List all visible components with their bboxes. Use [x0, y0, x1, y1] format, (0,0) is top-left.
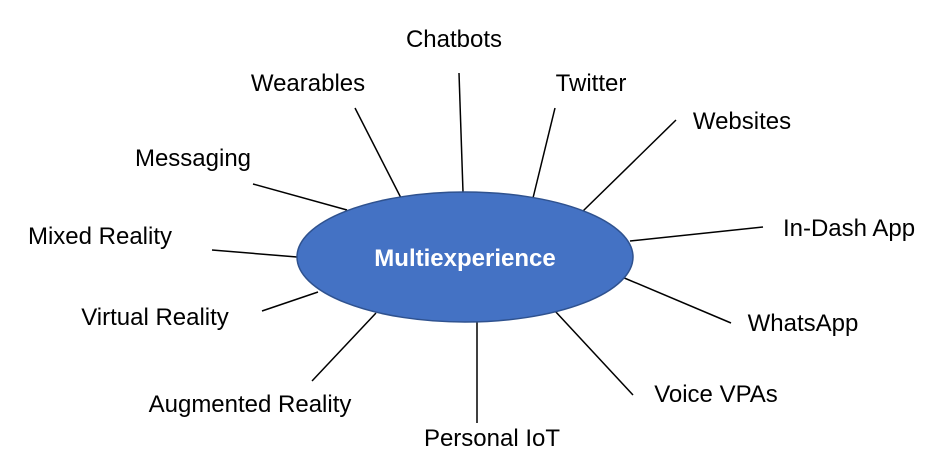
node-label-messaging: Messaging	[135, 145, 251, 172]
node-label-wearables: Wearables	[251, 70, 365, 97]
hub-label: Multiexperience	[374, 245, 555, 272]
spoke-twitter	[532, 107, 556, 199]
node-label-websites: Websites	[693, 108, 791, 135]
spoke-virtual-reality	[261, 291, 319, 312]
node-label-voice-vpas: Voice VPAs	[654, 381, 778, 408]
node-label-personal-iot: Personal IoT	[424, 425, 560, 452]
spoke-voice-vpas	[554, 310, 634, 396]
node-label-twitter: Twitter	[556, 70, 627, 97]
node-label-chatbots: Chatbots	[406, 26, 502, 53]
hub: Multiexperience	[296, 191, 634, 323]
spoke-websites	[582, 119, 677, 212]
spoke-messaging	[252, 183, 348, 211]
node-label-in-dash-app: In-Dash App	[783, 215, 915, 242]
hub-ellipse	[296, 191, 634, 323]
spoke-whatsapp	[621, 276, 732, 324]
spoke-mixed-reality	[211, 249, 298, 258]
spoke-wearables	[354, 107, 402, 199]
node-label-virtual-reality: Virtual Reality	[81, 304, 229, 331]
spokes	[211, 72, 764, 423]
node-label-mixed-reality: Mixed Reality	[28, 223, 172, 250]
node-label-augmented-reality: Augmented Reality	[149, 391, 352, 418]
spoke-in-dash-app	[629, 226, 764, 242]
spoke-chatbots	[458, 72, 464, 193]
node-label-whatsapp: WhatsApp	[748, 310, 859, 337]
node-labels: Chatbots Twitter Websites In-Dash App Wh…	[28, 26, 915, 452]
spoke-augmented-reality	[311, 312, 377, 382]
